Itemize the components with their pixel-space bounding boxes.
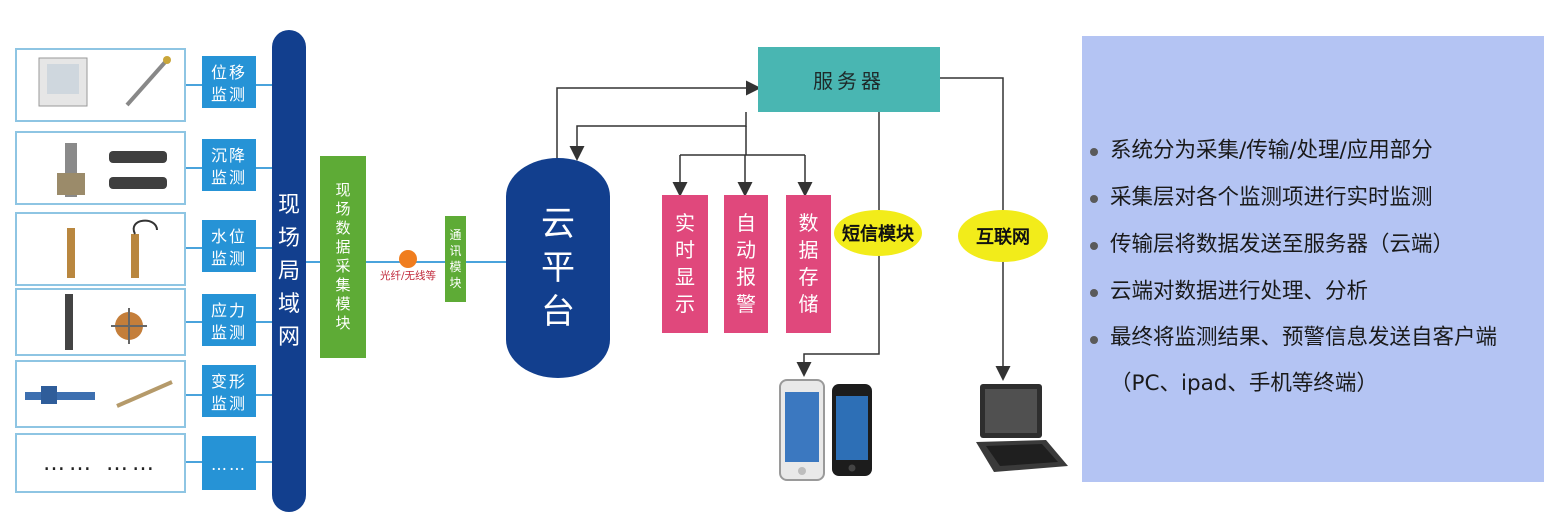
sensor-placeholder: …… …… [15, 433, 186, 493]
bullet-item: 最终将监测结果、预警信息发送自客户端（PC、ipad、手机等终端） [1088, 315, 1540, 407]
bullet-item: 采集层对各个监测项进行实时监测 [1088, 174, 1540, 221]
auto-alarm-box: 自 动 报 警 [724, 195, 768, 333]
sms-module: 短信模块 [834, 210, 922, 256]
server-box: 服务器 [758, 47, 940, 112]
smartphone-icon [779, 379, 872, 481]
sensor-label-settlement: 沉降 监测 [202, 139, 256, 191]
sensor-image-deformation [15, 360, 186, 428]
water-level-sensor-icon [67, 219, 158, 278]
comm-module: 通 讯 模 块 [445, 216, 466, 302]
sensor-label-water-level: 水位 监测 [202, 220, 256, 272]
deformation-sensor-icon [25, 380, 173, 408]
link-label: 光纤/无线等 [379, 270, 437, 282]
bullet-item: 传输层将数据发送至服务器（云端） [1088, 221, 1540, 268]
sensor-label-stress: 应力 监测 [202, 294, 256, 346]
summary-bullets: 系统分为采集/传输/处理/应用部分 采集层对各个监测项进行实时监测 传输层将数据… [1088, 127, 1540, 407]
summary-panel: 系统分为采集/传输/处理/应用部分 采集层对各个监测项进行实时监测 传输层将数据… [1082, 36, 1544, 482]
sensor-label-deformation: 变形 监测 [202, 365, 256, 417]
sensor-image-displacement [15, 48, 186, 122]
realtime-display-box: 实 时 显 示 [662, 195, 708, 333]
sensor-image-water-level [15, 212, 186, 286]
bullet-item: 云端对数据进行处理、分析 [1088, 268, 1540, 315]
sensor-image-settlement [15, 131, 186, 205]
settlement-sensor-icon [57, 143, 167, 197]
internet-node: 互联网 [958, 210, 1048, 262]
bullet-item: 系统分为采集/传输/处理/应用部分 [1088, 127, 1540, 174]
stress-sensor-icon [65, 294, 147, 350]
sensor-label-displacement: 位移 监测 [202, 56, 256, 108]
displacement-sensor-icon [38, 56, 171, 107]
cloud-platform: 云 平 台 [506, 158, 610, 378]
laptop-icon [976, 384, 1068, 472]
fiber-wireless-icon [399, 250, 417, 268]
sensor-label-more: …… [202, 436, 256, 490]
data-collection-module: 现 场 数 据 采 集 模 块 [320, 156, 366, 358]
site-lan-bar: 现 场 局 域 网 [272, 30, 306, 512]
data-storage-box: 数 据 存 储 [786, 195, 831, 333]
sensor-image-stress [15, 288, 186, 356]
